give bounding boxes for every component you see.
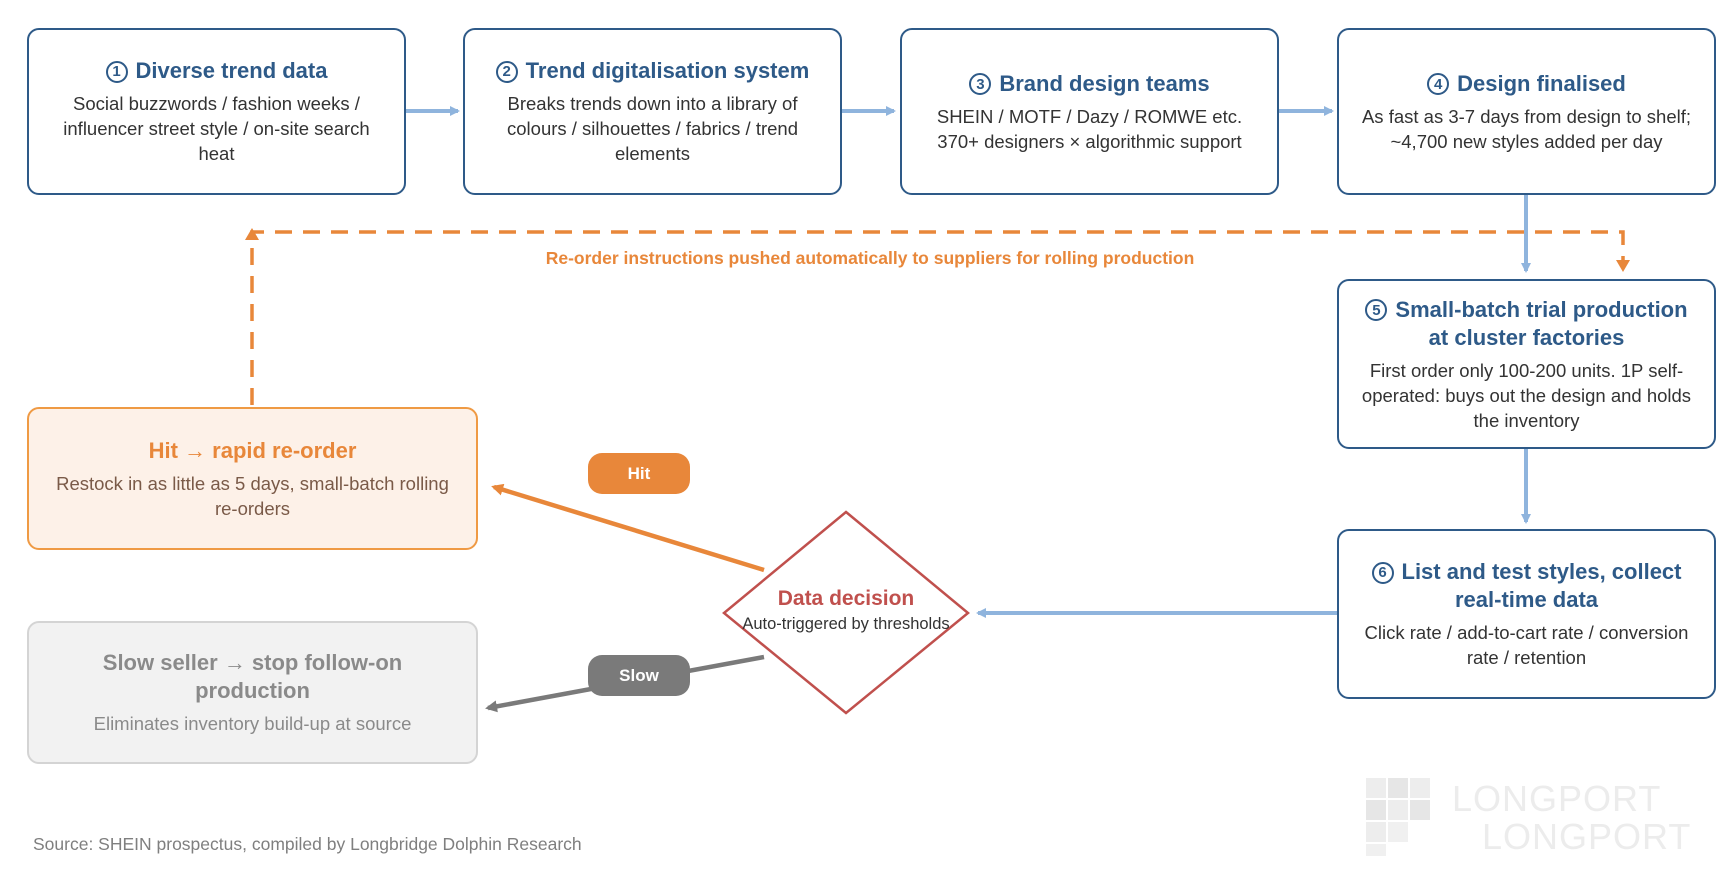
step-4-title-row: 4 Design finalised <box>1427 70 1626 98</box>
longport-watermark: LONGPORT LONGPORT <box>1364 778 1724 858</box>
step-6-title: List and test styles, collect real-time … <box>1401 559 1682 612</box>
slow-box: Slow seller → stop follow-on production … <box>27 621 478 764</box>
reorder-dashed-loop <box>250 230 1625 405</box>
reorder-label: Re-order instructions pushed automatical… <box>545 248 1195 268</box>
step-6-box: 6 List and test styles, collect real-time… <box>1337 529 1716 699</box>
step-4-box: 4 Design finalised As fast as 3-7 days fr… <box>1337 28 1716 195</box>
step-1-title-row: 1 Diverse trend data <box>105 57 328 85</box>
step-5-title-row: 5 Small-batch trial production at cluster… <box>1355 296 1698 352</box>
decision-diamond <box>722 510 970 715</box>
step-2-title: Trend digitalisation system <box>525 58 810 83</box>
step-5-number-icon: 5 <box>1365 299 1388 321</box>
step-2-body: Breaks trends down into a library of col… <box>507 93 798 164</box>
step-4-title: Design finalised <box>1457 70 1626 96</box>
step-6-title-row: 6 List and test styles, collect real-time… <box>1355 558 1698 614</box>
slow-title: Slow seller → stop follow-on production <box>102 650 403 703</box>
reorder-arrowhead-right <box>1616 260 1630 272</box>
step-4-number-icon: 4 <box>1427 73 1450 95</box>
source-note: Source: SHEIN prospectus, compiled by Lo… <box>33 834 582 854</box>
longport-logo-icon <box>1366 778 1430 856</box>
reorder-arrowhead-left <box>245 228 259 240</box>
step-3-title-row: 3 Brand design teams <box>969 70 1210 98</box>
step-3-body: SHEIN / MOTF / Dazy / ROMWE etc. 370+ de… <box>936 105 1243 152</box>
step-1-body: Social buzzwords / fashion weeks / influ… <box>63 93 370 164</box>
arrow-decision-to-hit <box>491 483 765 573</box>
step-6-number-icon: 6 <box>1371 561 1394 584</box>
watermark-line-1: LONGPORT <box>1452 778 1662 819</box>
decision-title: Data decision <box>777 587 915 610</box>
hit-body: Restock in as little as 5 days, small-ba… <box>56 472 449 519</box>
step-3-box: 3 Brand design teams SHEIN / MOTF / Dazy … <box>900 28 1279 195</box>
slow-pill: Slow <box>588 655 690 696</box>
slow-body: Eliminates inventory build-up at source <box>93 713 412 734</box>
watermark-line-2: LONGPORT <box>1482 816 1692 857</box>
step-4-body: As fast as 3-7 days from design to shelf… <box>1361 105 1692 152</box>
step-6-body: Click rate / add-to-cart rate / conversi… <box>1364 622 1689 668</box>
step-5-box: 5 Small-batch trial production at cluster… <box>1337 279 1716 449</box>
step-2-box: 2 Trend digitalisation system Breaks tren… <box>463 28 842 195</box>
step-5-title: Small-batch trial production at cluster … <box>1395 296 1688 350</box>
step-1-box: 1 Diverse trend data Social buzzwords / f… <box>27 28 406 195</box>
decision-subtitle: Auto-triggered by thresholds <box>742 615 950 633</box>
step-2-title-row: 2 Trend digitalisation system <box>495 57 810 85</box>
step-5-body: First order only 100-200 units. 1P self-… <box>1361 359 1692 431</box>
hit-box: Hit → rapid re-order Restock in as littl… <box>27 407 478 550</box>
decision-text: Data decision Auto-triggered by threshol… <box>700 585 992 635</box>
step-2-number-icon: 2 <box>495 60 518 83</box>
step-3-number-icon: 3 <box>969 73 992 95</box>
step-1-number-icon: 1 <box>105 60 128 83</box>
step-3-title: Brand design teams <box>999 70 1210 96</box>
hit-pill: Hit <box>588 453 690 494</box>
hit-title: Hit → rapid re-order <box>148 437 357 463</box>
step-1-title: Diverse trend data <box>135 58 328 83</box>
